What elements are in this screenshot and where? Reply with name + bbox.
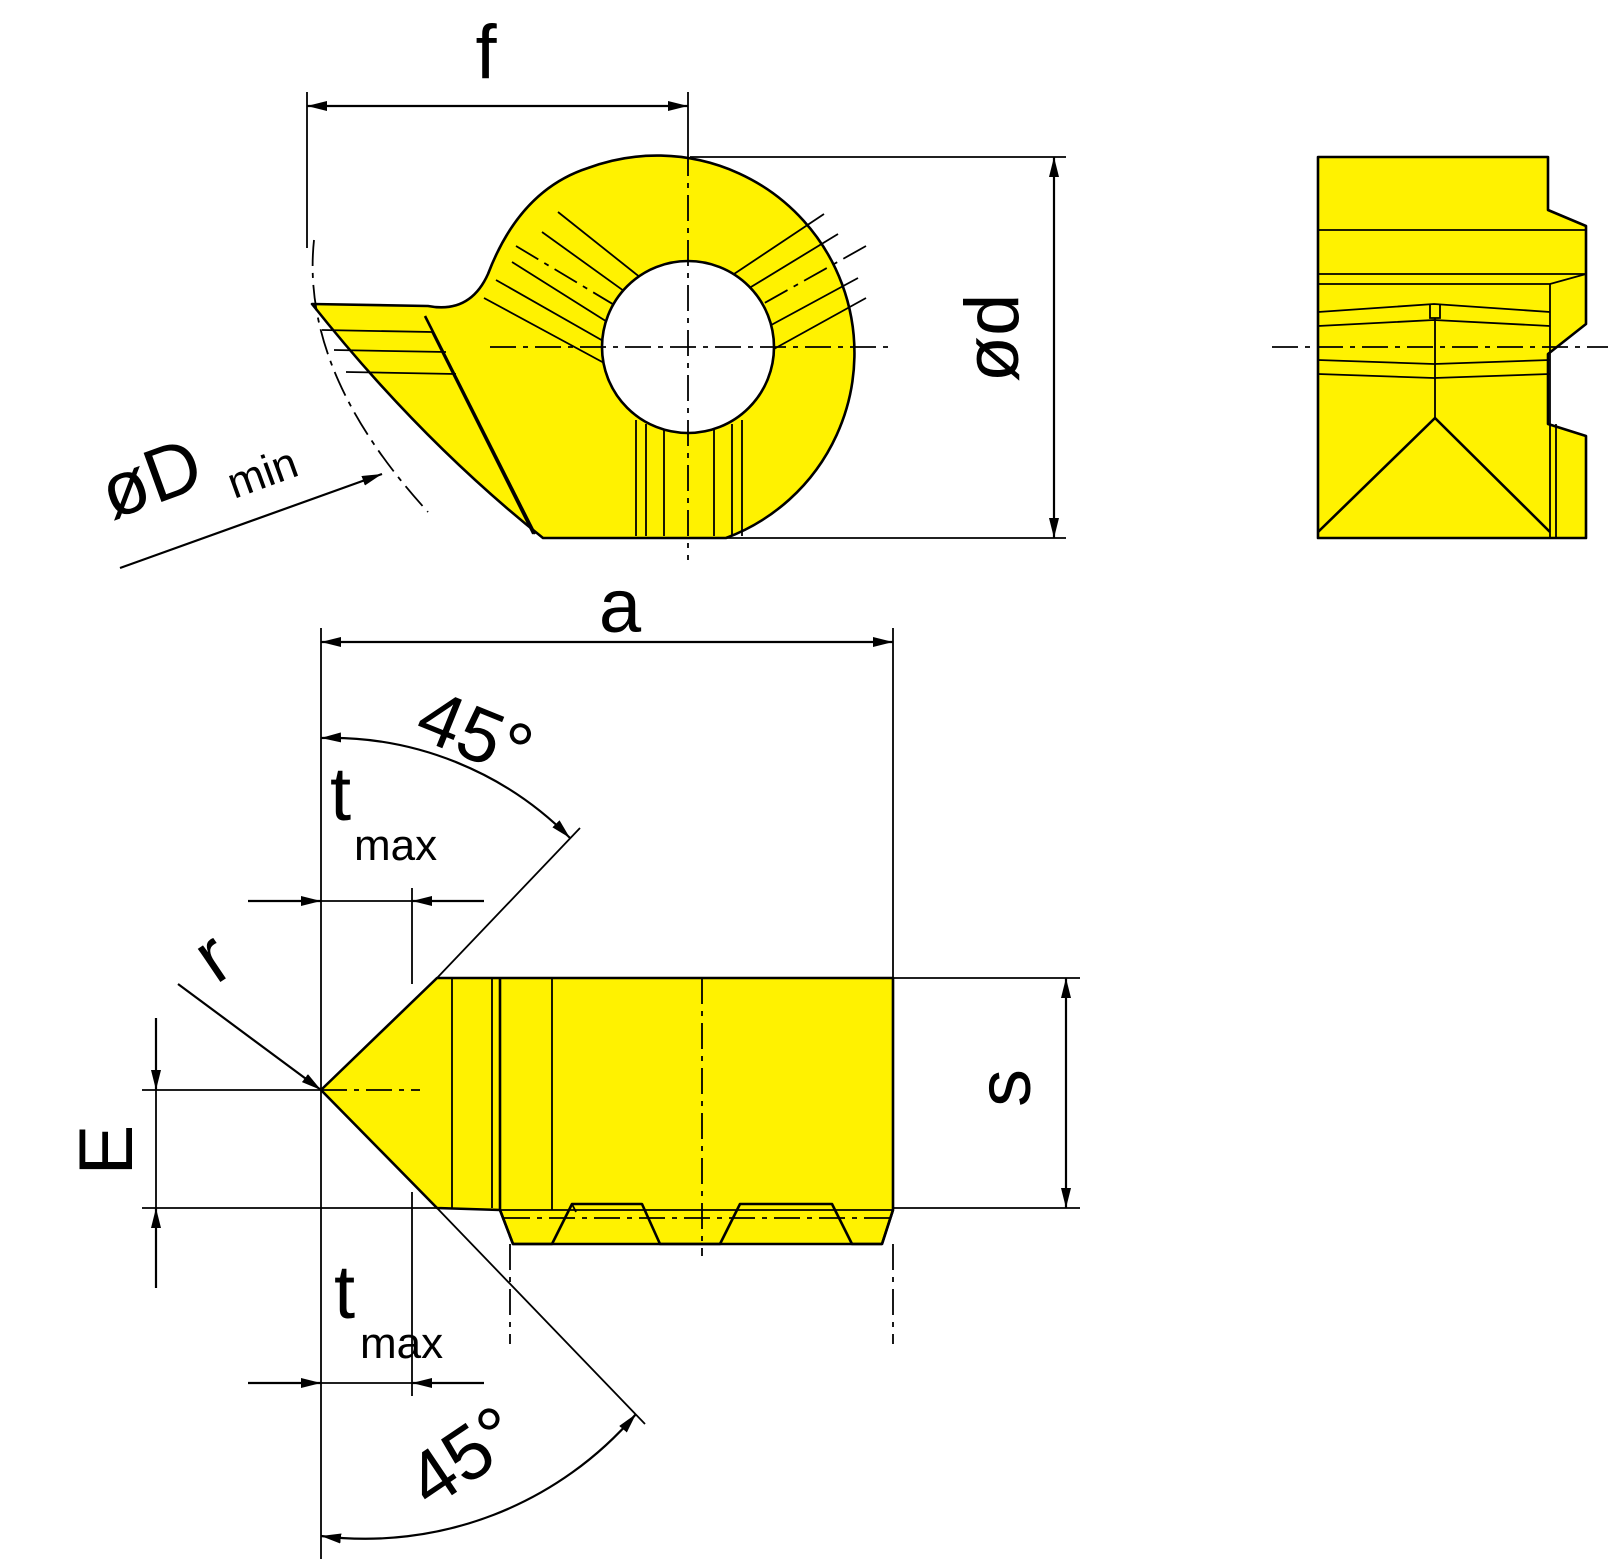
label-E: E xyxy=(64,1125,149,1176)
label-angle-bottom: 45° xyxy=(392,1389,535,1524)
front-view-edge-line xyxy=(423,315,537,535)
top-view xyxy=(319,976,895,1344)
front-view-edge-line xyxy=(345,371,457,375)
side-view-line xyxy=(1317,303,1551,313)
label-tmax-bottom: t xyxy=(334,1250,355,1335)
front-view-rib-center xyxy=(751,245,867,311)
label-r: r xyxy=(178,914,247,999)
min-diameter-arc xyxy=(311,239,429,513)
front-view-rib-line xyxy=(745,233,839,291)
front-view-rib-line xyxy=(771,297,867,351)
dimension-r: r xyxy=(177,914,322,1091)
front-view-rib-line xyxy=(495,279,613,347)
label-s: s xyxy=(962,1069,1047,1107)
front-view-edge-line xyxy=(333,349,447,353)
dimension-d: ød xyxy=(950,157,1059,538)
dimension-s: s xyxy=(893,977,1080,1209)
label-Dmin-subscript: min xyxy=(221,438,304,508)
label-angle-top: 45° xyxy=(406,673,544,795)
angle-bottom-45: 45° xyxy=(320,1207,646,1544)
side-view-line xyxy=(1317,373,1551,379)
label-d: ød xyxy=(950,294,1035,383)
side-view xyxy=(1272,155,1608,540)
label-Dmin: øD xyxy=(89,421,213,536)
label-f: f xyxy=(475,10,497,95)
top-view-chipbreaker xyxy=(498,1202,895,1246)
label-a: a xyxy=(599,564,642,649)
front-view-rib-line xyxy=(483,297,607,365)
front-view-rib-center xyxy=(515,245,637,319)
dimension-Dmin: øD min xyxy=(89,421,383,570)
dimension-tmax-bottom: t max xyxy=(248,1192,484,1396)
dimension-E: E xyxy=(64,1018,437,1288)
front-view xyxy=(306,92,1066,560)
dimension-tmax-top: t max xyxy=(248,752,484,984)
label-tmax-top: t xyxy=(330,752,351,837)
top-view-chipbreaker-line xyxy=(571,1203,577,1213)
front-view-rib-line xyxy=(511,261,621,331)
dimension-f: f xyxy=(307,10,688,111)
front-view-rib-line xyxy=(733,213,825,275)
label-tmax-top-subscript: max xyxy=(354,821,437,870)
label-tmax-bottom-subscript: max xyxy=(360,1319,443,1368)
side-view-line xyxy=(1317,319,1551,327)
side-view-line xyxy=(1317,359,1551,365)
front-view-rib-line xyxy=(761,277,859,331)
